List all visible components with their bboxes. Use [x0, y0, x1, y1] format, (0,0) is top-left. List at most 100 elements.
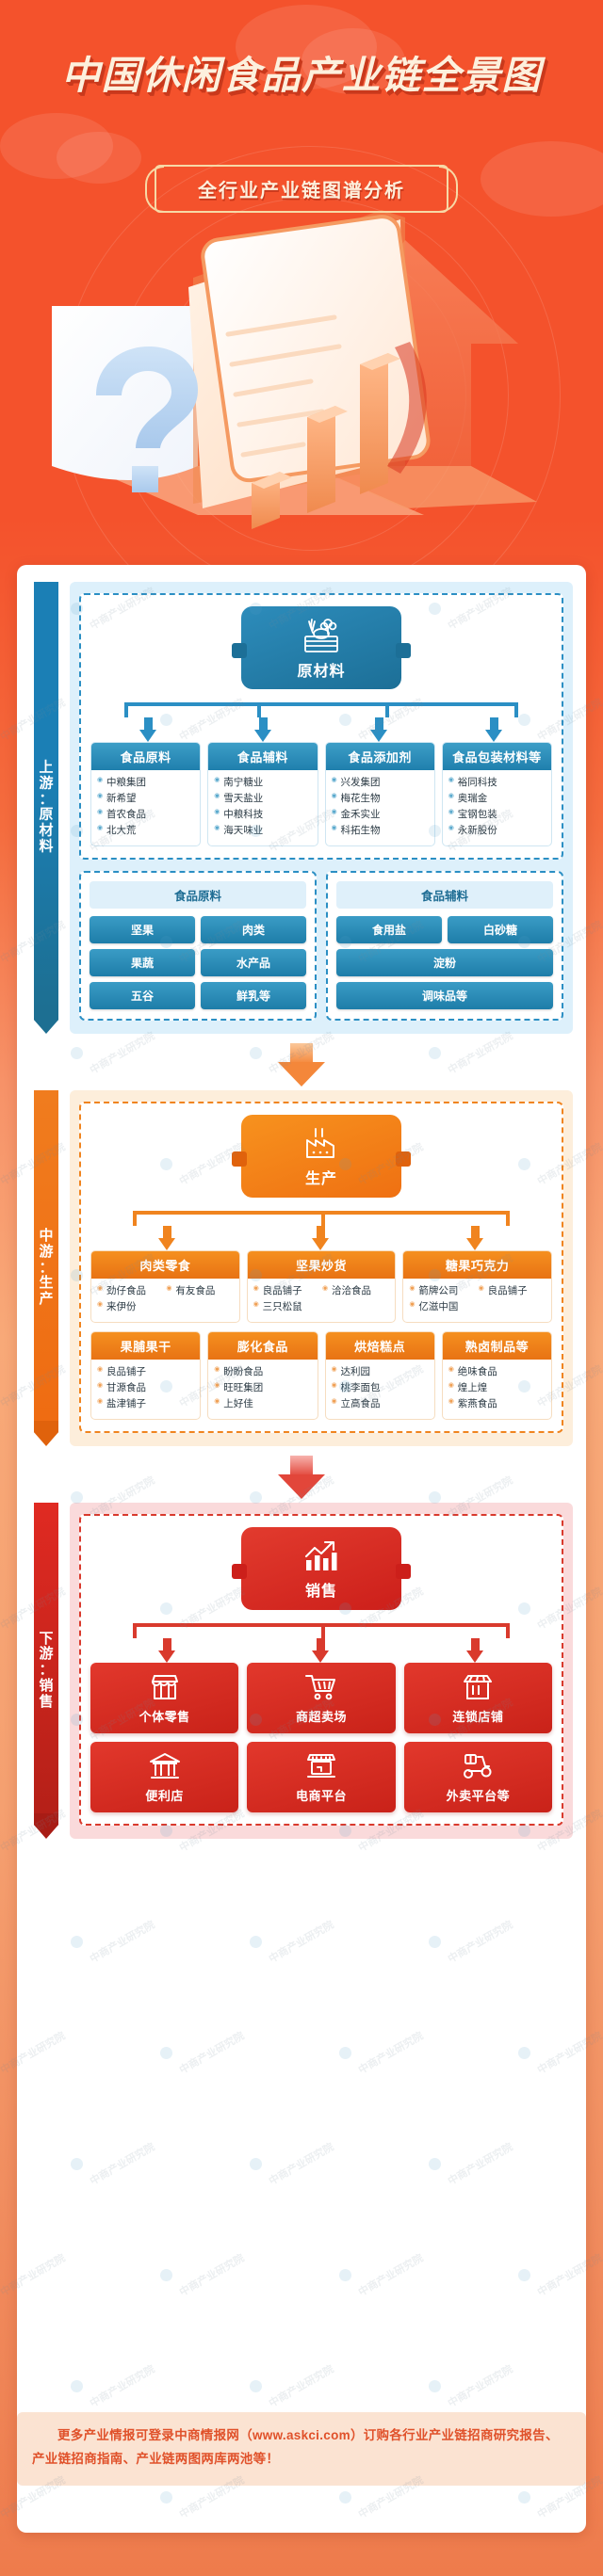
subtitle-badge: 全行业产业链图谱分析 — [155, 165, 448, 213]
midstream-connector-rail — [107, 1198, 535, 1226]
subgroup-pill[interactable]: 五谷 — [90, 982, 195, 1009]
company-item: 桃李面包 — [332, 1380, 431, 1396]
company-item: 旺旺集团 — [214, 1380, 313, 1396]
hero-section: 中国休闲食品产业链全景图 全行业产业链图谱分析 — [0, 0, 603, 565]
storefront-icon — [462, 1672, 494, 1702]
company-item: 金禾实业 — [332, 807, 431, 823]
category-card[interactable]: 食品添加剂 兴发集团 梅花生物 金禾实业 科拓生物 — [324, 742, 435, 846]
stage-midstream: 中 游 ： 生 产 — [30, 1090, 573, 1446]
arrow-midstream-to-downstream — [30, 1450, 573, 1503]
stage-label-char: 游 — [39, 1646, 54, 1663]
channel-tile[interactable]: 连锁店铺 — [403, 1663, 552, 1733]
midstream-category-row-1: 肉类零食 劲仔食品 有友食品 来伊份 坚果炒货 良品铺子 — [90, 1250, 553, 1323]
cloud-decoration — [57, 132, 141, 184]
company-item: 奥瑞金 — [448, 791, 547, 807]
hub-raw-materials[interactable]: 原材料 — [232, 606, 411, 689]
company-item: 梅花生物 — [332, 791, 431, 807]
page-title-wrap: 中国休闲食品产业链全景图 — [0, 43, 603, 100]
stage-upstream: 上 游 ： 原 材 料 — [30, 582, 573, 1034]
stage-label-char: ： — [39, 1662, 54, 1679]
growth-chart-icon — [302, 1538, 341, 1575]
channel-label: 电商平台 — [295, 1789, 347, 1803]
company-item: 甘源食品 — [97, 1380, 196, 1396]
midstream-hub-row: 生产 — [90, 1115, 552, 1198]
upstream-category-cards: 食品原料 中粮集团 新希望 首农食品 北大荒 食品辅料 — [90, 742, 552, 846]
channel-label: 便利店 — [145, 1789, 184, 1803]
company-item: 来伊份 — [97, 1299, 166, 1315]
downstream-channel-row-2: 便利店 — [90, 1742, 552, 1812]
subgroup-pill[interactable]: 鲜乳等 — [201, 982, 306, 1009]
subgroup-pill[interactable]: 水产品 — [201, 949, 306, 976]
chain-board: 上 游 ： 原 材 料 — [17, 565, 586, 2533]
company-item: 良品铺子 — [97, 1364, 196, 1380]
hero-illustration — [28, 184, 575, 532]
category-card[interactable]: 食品原料 中粮集团 新希望 首农食品 北大荒 — [90, 742, 202, 846]
vegetable-basket-icon — [301, 616, 342, 655]
channel-tile[interactable]: 外卖平台等 — [403, 1742, 552, 1812]
upstream-subgroups: 食品原料 坚果 肉类 果蔬 水产品 五谷 鲜乳等 食品辅料 — [79, 871, 563, 1021]
hub-label: 生产 — [304, 1170, 337, 1187]
hub-label: 原材料 — [297, 663, 346, 680]
channel-tile[interactable]: 个体零售 — [90, 1663, 239, 1733]
upstream-dashed-box: 原材料 — [79, 593, 563, 860]
subgroup-pill[interactable]: 调味品等 — [336, 982, 553, 1009]
category-title: 食品添加剂 — [325, 743, 434, 770]
stage-label-upstream: 上 游 ： 原 材 料 — [30, 582, 62, 1034]
stage-label-downstream: 下 游 ： 销 售 — [30, 1503, 62, 1839]
channel-tile[interactable]: 电商平台 — [247, 1742, 396, 1812]
company-item: 中粮集团 — [97, 775, 196, 791]
company-item: 洽洽食品 — [322, 1283, 391, 1299]
upstream-hub-row: 原材料 — [90, 606, 552, 689]
subgroup-pill[interactable]: 食用盐 — [336, 916, 442, 943]
hub-production[interactable]: 生产 — [232, 1115, 411, 1198]
category-card[interactable]: 坚果炒货 良品铺子 洽洽食品 三只松鼠 — [246, 1250, 397, 1323]
midstream-dashed-box: 生产 — [79, 1102, 563, 1433]
subgroup-pill[interactable]: 肉类 — [201, 916, 306, 943]
company-item: 北大荒 — [97, 823, 196, 839]
channel-label: 商超卖场 — [295, 1710, 347, 1724]
company-item: 煌上煌 — [448, 1380, 547, 1396]
category-card[interactable]: 糖果巧克力 箭牌公司 良品铺子 亿滋中国 — [402, 1250, 553, 1323]
company-item: 达利园 — [332, 1364, 431, 1380]
category-card[interactable]: 果脯果干 良品铺子 甘源食品 盐津铺子 — [90, 1331, 202, 1420]
company-item: 兴发集团 — [332, 775, 431, 791]
category-title: 肉类零食 — [91, 1251, 239, 1279]
subgroup-pill[interactable]: 坚果 — [90, 916, 195, 943]
stage-label-char: 游 — [39, 1243, 54, 1260]
company-item: 盐津铺子 — [97, 1396, 196, 1412]
company-item: 紫燕食品 — [448, 1396, 547, 1412]
category-title: 食品包装材料等 — [442, 743, 551, 770]
category-card[interactable]: 烘焙糕点 达利园 桃李面包 立高食品 — [324, 1331, 435, 1420]
category-card[interactable]: 肉类零食 劲仔食品 有友食品 来伊份 — [90, 1250, 240, 1323]
channel-tile[interactable]: 商超卖场 — [247, 1663, 396, 1733]
subgroup-pill[interactable]: 果蔬 — [90, 949, 195, 976]
category-title: 果脯果干 — [91, 1332, 201, 1360]
channel-tile[interactable]: 便利店 — [90, 1742, 239, 1812]
subgroup-pill[interactable]: 白砂糖 — [448, 916, 553, 943]
category-title: 食品辅料 — [208, 743, 318, 770]
company-item: 首农食品 — [97, 807, 196, 823]
company-item: 裕同科技 — [448, 775, 547, 791]
downstream-connector-rail — [107, 1610, 535, 1638]
category-card[interactable]: 熟卤制品等 绝味食品 煌上煌 紫燕食品 — [441, 1331, 552, 1420]
company-item: 宝钢包装 — [448, 807, 547, 823]
stage-label-char: 产 — [39, 1291, 54, 1308]
stage-label-char: 料 — [39, 838, 54, 855]
subgroup-food-aux: 食品辅料 食用盐 白砂糖 淀粉 调味品等 — [326, 871, 563, 1021]
arrow-upstream-to-midstream — [30, 1038, 573, 1090]
factory-icon — [302, 1125, 341, 1163]
subgroup-pill[interactable]: 淀粉 — [336, 949, 553, 976]
category-card[interactable]: 食品辅料 南宁糖业 雪天盐业 中粮科技 海天味业 — [207, 742, 318, 846]
bar-chart-decoration — [252, 353, 400, 529]
category-title: 食品原料 — [91, 743, 201, 770]
stage-label-char: 生 — [39, 1275, 54, 1292]
category-card[interactable]: 膨化食品 盼盼食品 旺旺集团 上好佳 — [207, 1331, 318, 1420]
company-item: 有友食品 — [166, 1283, 235, 1299]
company-item: 劲仔食品 — [97, 1283, 166, 1299]
category-card[interactable]: 食品包装材料等 裕同科技 奥瑞金 宝钢包装 永新股份 — [441, 742, 552, 846]
company-item: 良品铺子 — [253, 1283, 322, 1299]
company-item: 立高食品 — [332, 1396, 431, 1412]
hub-sales[interactable]: 销售 — [232, 1527, 411, 1610]
company-item: 南宁糖业 — [214, 775, 313, 791]
cloud-decoration — [236, 5, 377, 89]
